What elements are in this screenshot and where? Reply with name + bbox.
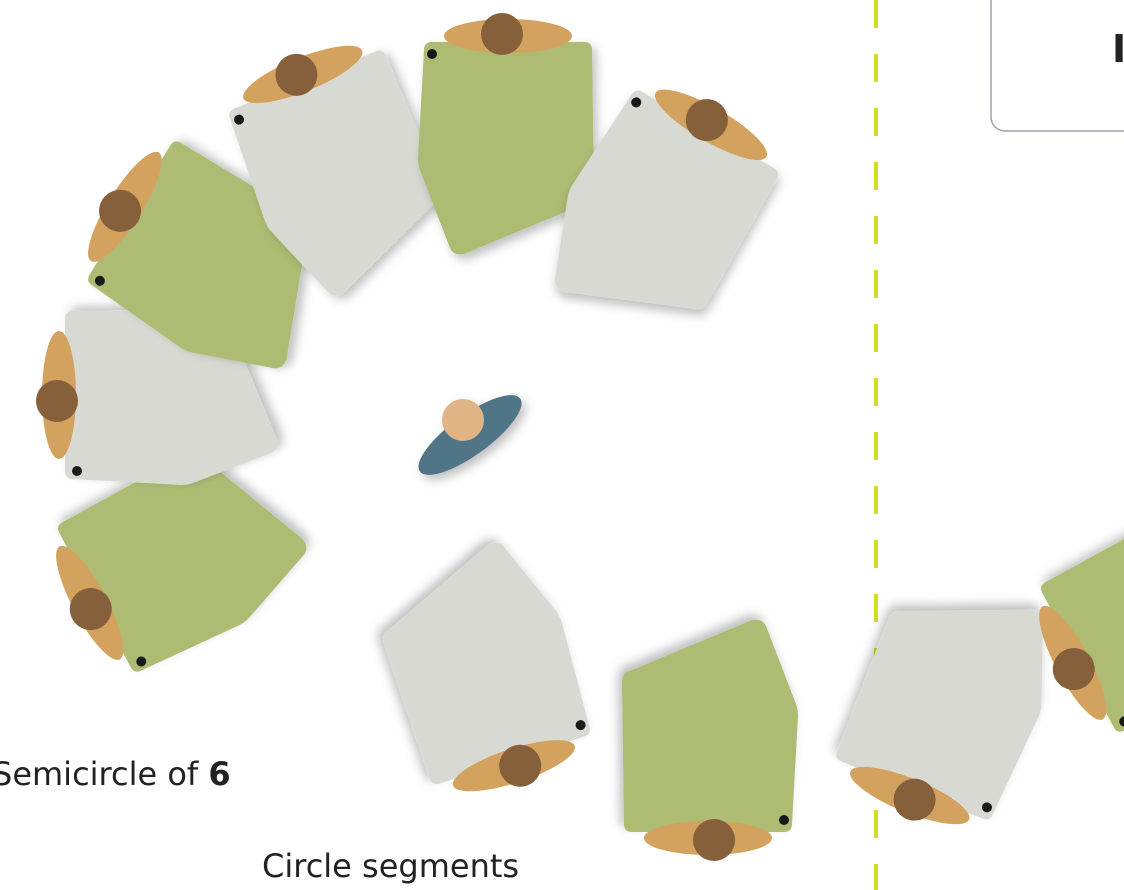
marker-dot (779, 815, 789, 825)
semicircle-label: Semicircle of 6 (0, 755, 231, 793)
semicircle-count: 6 (208, 755, 230, 793)
presenter (408, 382, 532, 487)
circle-segments-group (365, 484, 1124, 861)
desk (622, 620, 798, 832)
marker-dot (72, 466, 82, 476)
workstation-c1 (622, 620, 798, 861)
seated-person-icon (36, 380, 78, 422)
semicircle-group (29, 13, 797, 693)
marker-dot (427, 49, 437, 59)
circle-segments-label: Circle segments (262, 847, 519, 885)
workstation-c0 (365, 530, 607, 814)
panel-letter: I (1112, 27, 1124, 71)
seated-person-icon (481, 13, 523, 55)
seated-person-icon (693, 819, 735, 861)
presenter-head (442, 399, 484, 441)
next-layout-panel: I (991, 0, 1124, 131)
workstation-c2 (821, 561, 1075, 851)
semicircle-label-prefix: Semicircle of (0, 755, 208, 793)
